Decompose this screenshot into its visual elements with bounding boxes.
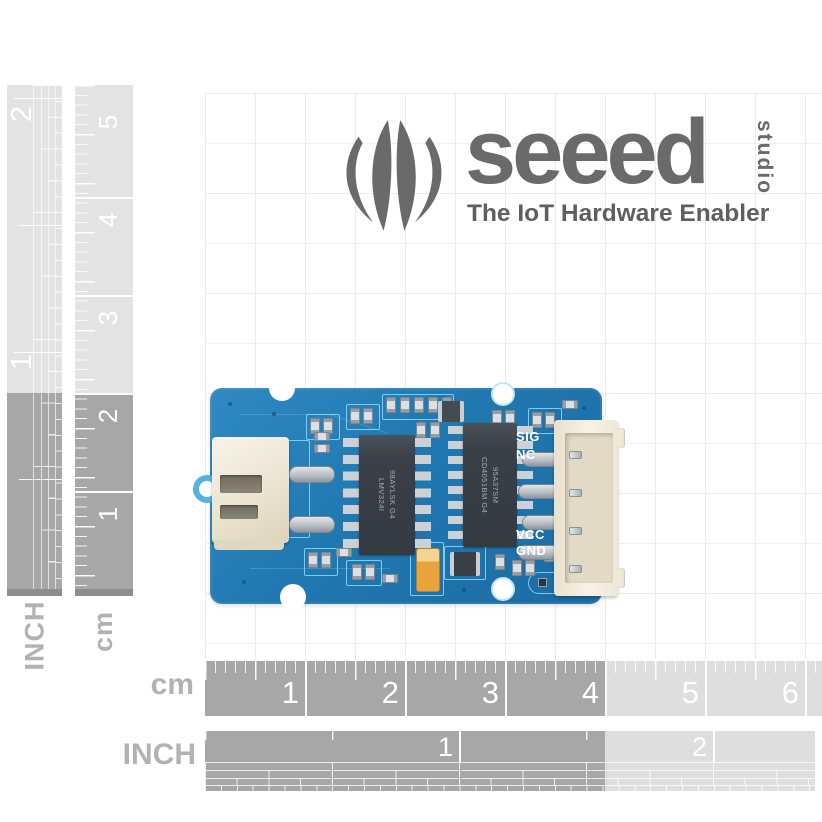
small-ic: [438, 401, 464, 422]
ruler-mark: 2: [93, 408, 123, 424]
connector-pin: [569, 565, 582, 573]
horizontal-cm-ruler: 1 2 3 4 5 6: [205, 661, 822, 716]
sot23-transistor: [450, 552, 480, 576]
smd-component: [416, 422, 426, 438]
inch-fraction-row: [205, 778, 815, 785]
ic-mux: 95A37SM CD4051BM G4: [463, 423, 517, 547]
tantalum-capacitor: [416, 548, 440, 592]
silk-label-nc: NC: [516, 447, 536, 462]
inch-fraction-row: [205, 762, 815, 770]
horizontal-inch-ruler: 1 2: [205, 731, 815, 791]
smd-component: [495, 554, 505, 570]
smd-component: [414, 397, 424, 413]
smd-component: [365, 564, 375, 580]
smd-component: [512, 560, 522, 576]
inch-fraction-row: [205, 770, 815, 778]
smd-component: [532, 412, 542, 428]
smd-component: [430, 422, 440, 438]
ic-pins: [448, 426, 464, 545]
silk-label-sig: SIG: [516, 429, 540, 444]
connector-pin: [569, 451, 582, 459]
vertical-cm-ruler: 5 4 3 2 1: [75, 85, 133, 596]
silkscreen-box: [304, 548, 338, 576]
ruler-mark: 1: [281, 675, 299, 710]
grove-connector: [554, 420, 625, 596]
brand-tagline: The IoT Hardware Enabler: [467, 200, 770, 227]
connector-pin: [289, 466, 335, 483]
seeed-tulip-icon: [346, 120, 442, 231]
smd-component: [382, 574, 398, 583]
ruler-mark: 1: [437, 732, 453, 762]
ic-pins: [343, 438, 359, 551]
grove-module-board: 98AYLSK G4 LMV324I 95A37SM CD4051BM G4: [193, 375, 625, 610]
smd-component: [314, 444, 330, 453]
silk-label-vcc: VCC: [516, 527, 545, 542]
ruler-mark: 2: [691, 732, 707, 762]
smd-component: [321, 552, 331, 568]
ic-marking: 95A37SM: [491, 466, 500, 504]
connector-pin: [569, 489, 582, 497]
ruler-mark: 2: [6, 105, 38, 123]
smd-component: [386, 397, 396, 413]
jst-connector: [212, 437, 289, 543]
ruler-mark: 3: [93, 310, 123, 326]
ruler-mark: 2: [381, 675, 399, 710]
ruler-mark: 6: [781, 675, 799, 710]
connector-pin: [289, 516, 335, 533]
smd-component: [525, 560, 535, 576]
inch-fraction-row: [205, 785, 815, 791]
ruler-mark: 3: [481, 675, 499, 710]
ruler-mark: 4: [93, 212, 123, 228]
ic-marking: CD4051BM G4: [480, 456, 489, 514]
smd-component: [400, 397, 410, 413]
mounting-hole: [491, 577, 515, 601]
ruler-mark: 1: [6, 353, 38, 371]
ruler-mark: 5: [681, 675, 699, 710]
ic-marking: LMV324I: [377, 478, 386, 512]
inch-fraction-grid: [33, 85, 62, 589]
mounting-hole: [491, 382, 515, 406]
smd-component: [314, 432, 330, 441]
vertical-inch-ruler: 2 1: [6, 85, 62, 596]
smd-component: [363, 408, 373, 424]
inch-unit-label: INCH: [122, 738, 196, 771]
ruler-mark: 5: [93, 114, 123, 130]
silk-label-gnd: GND: [516, 543, 547, 558]
cm-unit-label: cm: [88, 610, 119, 652]
smd-component: [538, 578, 547, 587]
smd-component: [352, 564, 362, 580]
smd-component: [308, 552, 318, 568]
smd-component: [428, 397, 438, 413]
connector-pin: [569, 527, 582, 535]
top-edge-notch: [269, 375, 295, 401]
bottom-edge-notch: [280, 584, 306, 610]
smd-component: [350, 408, 360, 424]
cm-unit-label: cm: [150, 668, 194, 701]
smd-component: [562, 400, 578, 409]
brand-wordmark: seeed: [465, 101, 710, 203]
brand-suffix: studio: [753, 120, 776, 195]
silkscreen-box: [346, 404, 380, 430]
silkscreen-box: [346, 560, 382, 586]
ic-marking: 98AYLSK G4: [388, 470, 397, 520]
ruler-mark: 4: [581, 675, 599, 710]
ic-opamp: 98AYLSK G4 LMV324I: [359, 435, 415, 555]
ruler-mark: 1: [93, 506, 123, 522]
ic-pins: [415, 438, 431, 551]
inch-unit-label: INCH: [19, 600, 50, 670]
